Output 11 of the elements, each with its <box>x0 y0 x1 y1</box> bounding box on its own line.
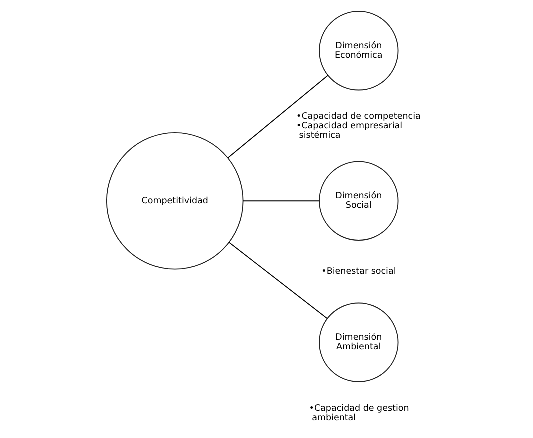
node-label: •Capacidad de competencia <box>296 112 420 122</box>
connector <box>242 200 320 202</box>
node-circle: Dimensión Ambiental <box>318 302 398 382</box>
node-circle: Dimensión Social <box>318 161 398 241</box>
connector <box>227 75 328 159</box>
node-label: •Bienestar social <box>321 267 396 278</box>
node-label: •Capacidad empresarial sistémica <box>296 121 402 141</box>
node-label: •Capacidad de gestion ambiental <box>308 404 409 424</box>
connector <box>228 242 328 320</box>
node-circle: Dimensión Económica <box>318 11 398 91</box>
node-circle: Competitividad <box>106 132 244 270</box>
